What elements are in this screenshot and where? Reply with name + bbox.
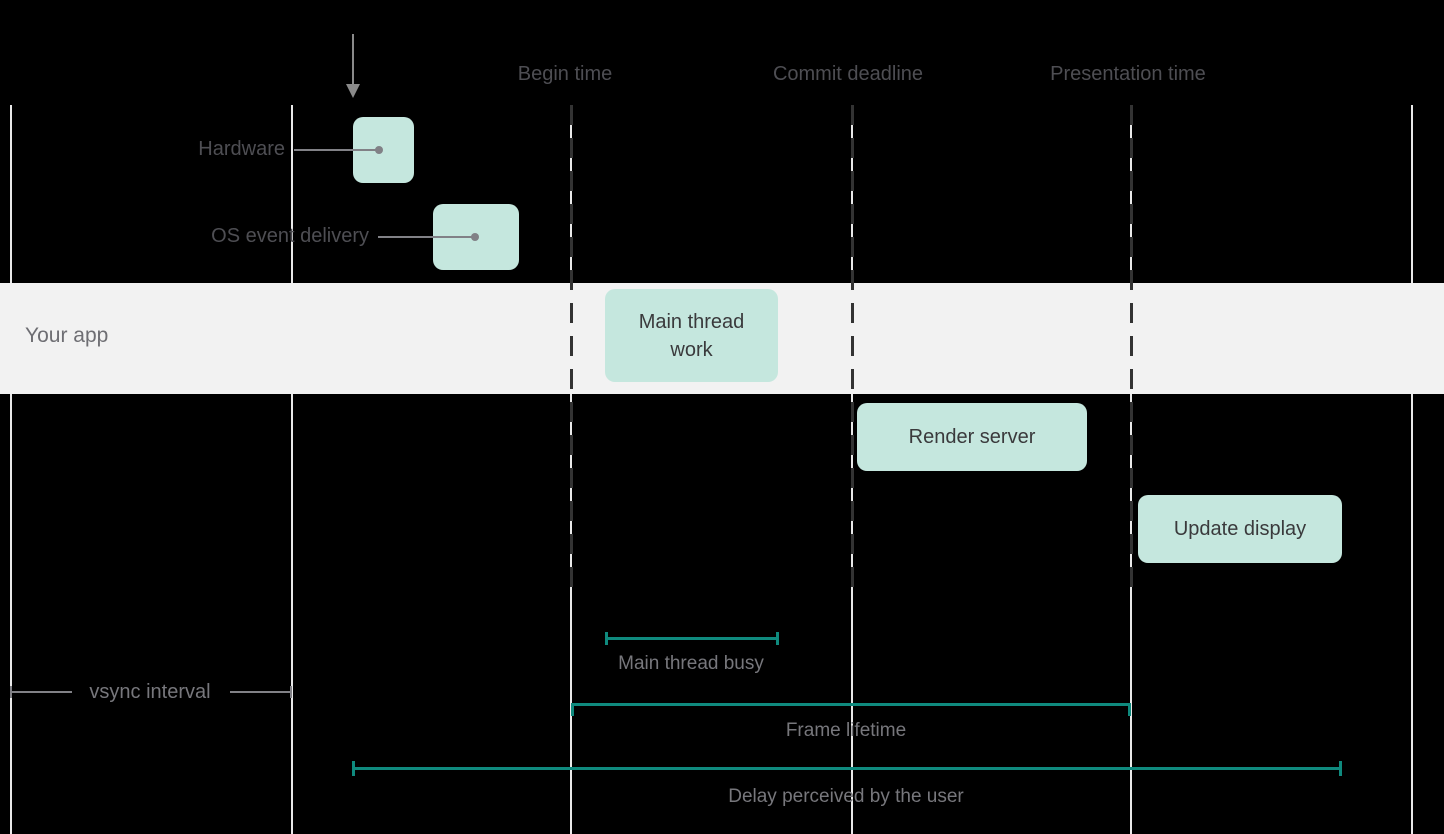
frame-lifetime-tick-right <box>1128 703 1131 716</box>
update-display-label: Update display <box>1173 518 1307 540</box>
commit-deadline-line <box>851 105 854 593</box>
begin-time-line <box>570 105 573 593</box>
event-arrow-shaft <box>352 34 354 86</box>
vsync-interval-label: vsync interval <box>89 681 211 703</box>
hardware-leader-line <box>294 149 378 151</box>
os-event-leader-dot <box>471 233 479 241</box>
render-server-label: Render server <box>908 426 1036 448</box>
main-thread-busy-bracket <box>605 637 779 640</box>
os-event-leader-line <box>378 236 474 238</box>
frame-lifetime-tick-left <box>571 703 574 716</box>
marker-label-commit-deadline: Commit deadline <box>772 63 924 85</box>
main-thread-work-label-line2: work <box>670 338 713 361</box>
frame-lifetime-label: Frame lifetime <box>785 720 907 741</box>
vsync-interval-leader-left <box>12 691 72 693</box>
vsync-line <box>1411 105 1413 834</box>
main-thread-work-label-line1: Main thread <box>638 310 745 333</box>
marker-label-begin-time: Begin time <box>517 63 613 85</box>
marker-label-presentation-time: Presentation time <box>1050 63 1206 85</box>
down-arrow-icon <box>346 84 360 98</box>
vsync-interval-tick-left <box>10 686 12 698</box>
frame-lifetime-bracket <box>571 703 1131 706</box>
main-thread-busy-label: Main thread busy <box>618 653 764 674</box>
delay-perceived-label: Delay perceived by the user <box>728 786 964 807</box>
vsync-interval-tick-right <box>290 686 292 698</box>
row-label-os-event-delivery: OS event delivery <box>211 225 369 247</box>
main-thread-busy-tick-left <box>605 632 608 645</box>
update-display-box: Update display <box>1138 495 1342 563</box>
presentation-time-line <box>1130 105 1133 593</box>
delay-perceived-bracket <box>352 767 1342 770</box>
main-thread-busy-tick-right <box>776 632 779 645</box>
row-label-hardware: Hardware <box>198 138 285 160</box>
render-server-box: Render server <box>857 403 1087 471</box>
main-thread-work-box: Main thread work <box>605 289 778 382</box>
hardware-leader-dot <box>375 146 383 154</box>
delay-perceived-tick-right <box>1339 761 1342 776</box>
your-app-label: Your app <box>25 324 109 347</box>
vsync-line <box>291 105 293 834</box>
delay-perceived-tick-left <box>352 761 355 776</box>
vsync-line <box>10 105 12 834</box>
vsync-interval-leader-right <box>230 691 290 693</box>
